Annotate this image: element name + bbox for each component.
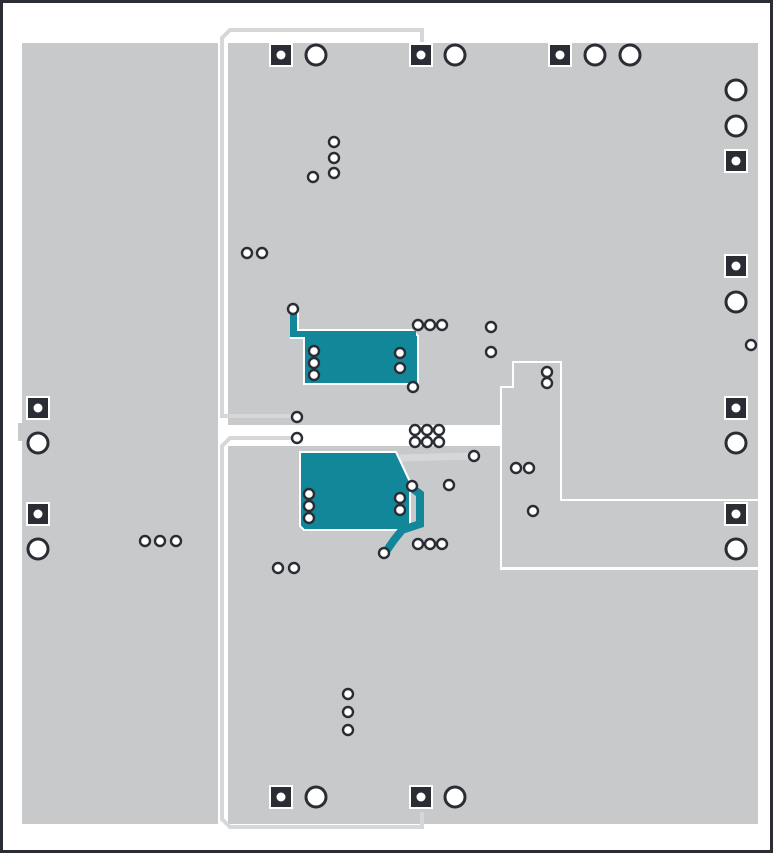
- connector-square-pad: [724, 396, 748, 420]
- via: [484, 345, 498, 359]
- connector-round-pad: [724, 431, 748, 455]
- via: [420, 435, 434, 449]
- connector-square-pad: [724, 254, 748, 278]
- via: [138, 534, 152, 548]
- via: [744, 338, 758, 352]
- via: [435, 318, 449, 332]
- via: [302, 487, 316, 501]
- via: [540, 365, 554, 379]
- connector-square-pad: [269, 43, 293, 67]
- connector-round-pad: [724, 114, 748, 138]
- connector-round-pad: [304, 785, 328, 809]
- top-copper-layer: [289, 308, 424, 556]
- via: [153, 534, 167, 548]
- connector-round-pad: [443, 43, 467, 67]
- copper-pour-layer: [18, 43, 758, 824]
- via: [432, 423, 446, 437]
- via: [435, 537, 449, 551]
- connector-round-pad: [443, 785, 467, 809]
- connector-round-pad: [304, 43, 328, 67]
- via: [405, 479, 419, 493]
- trace-top-bracket: [220, 28, 424, 418]
- via: [509, 461, 523, 475]
- connector-round-pad: [26, 537, 50, 561]
- pour-lower: [228, 446, 758, 824]
- via: [408, 435, 422, 449]
- via: [420, 423, 434, 437]
- board-traces: [220, 28, 475, 829]
- via: [522, 461, 536, 475]
- connector-square-pad: [26, 396, 50, 420]
- teal-trace-upper: [290, 310, 416, 388]
- via: [393, 361, 407, 375]
- via: [423, 537, 437, 551]
- via: [442, 478, 456, 492]
- teal-pour-lower: [299, 451, 411, 531]
- connector-square-pad: [409, 785, 433, 809]
- connector-round-pad: [583, 43, 607, 67]
- via: [327, 135, 341, 149]
- via: [302, 499, 316, 513]
- via: [271, 561, 285, 575]
- via: [484, 320, 498, 334]
- trace-to-pad: [399, 452, 475, 462]
- via: [377, 546, 391, 560]
- via: [287, 561, 301, 575]
- connector-square-pad: [548, 43, 572, 67]
- via: [408, 423, 422, 437]
- via: [327, 166, 341, 180]
- via: [341, 723, 355, 737]
- pour-left: [18, 43, 218, 824]
- via: [341, 705, 355, 719]
- connector-square-pad: [724, 502, 748, 526]
- via: [290, 431, 304, 445]
- connector-round-pad: [724, 290, 748, 314]
- via: [255, 246, 269, 260]
- via: [540, 376, 554, 390]
- via: [411, 537, 425, 551]
- via: [432, 435, 446, 449]
- via: [307, 344, 321, 358]
- connector-square-pad: [409, 43, 433, 67]
- via: [290, 410, 304, 424]
- pour-island: [502, 363, 758, 567]
- connector-round-pad: [618, 43, 642, 67]
- via: [526, 504, 540, 518]
- pads-layer: [26, 43, 758, 809]
- via: [240, 246, 254, 260]
- via: [467, 449, 481, 463]
- via: [423, 318, 437, 332]
- via: [393, 491, 407, 505]
- via: [393, 346, 407, 360]
- connector-round-pad: [724, 537, 748, 561]
- connector-square-pad: [269, 785, 293, 809]
- via: [302, 511, 316, 525]
- via: [307, 368, 321, 382]
- via: [393, 503, 407, 517]
- via: [169, 534, 183, 548]
- via: [327, 151, 341, 165]
- connector-square-pad: [26, 502, 50, 526]
- connector-round-pad: [26, 431, 50, 455]
- via: [306, 170, 320, 184]
- via: [406, 380, 420, 394]
- via: [307, 356, 321, 370]
- teal-trace-lower: [381, 484, 424, 556]
- via: [411, 318, 425, 332]
- connector-round-pad: [724, 78, 748, 102]
- connector-square-pad: [724, 149, 748, 173]
- trace-bottom-bracket: [220, 436, 424, 829]
- via: [341, 687, 355, 701]
- via: [286, 302, 300, 316]
